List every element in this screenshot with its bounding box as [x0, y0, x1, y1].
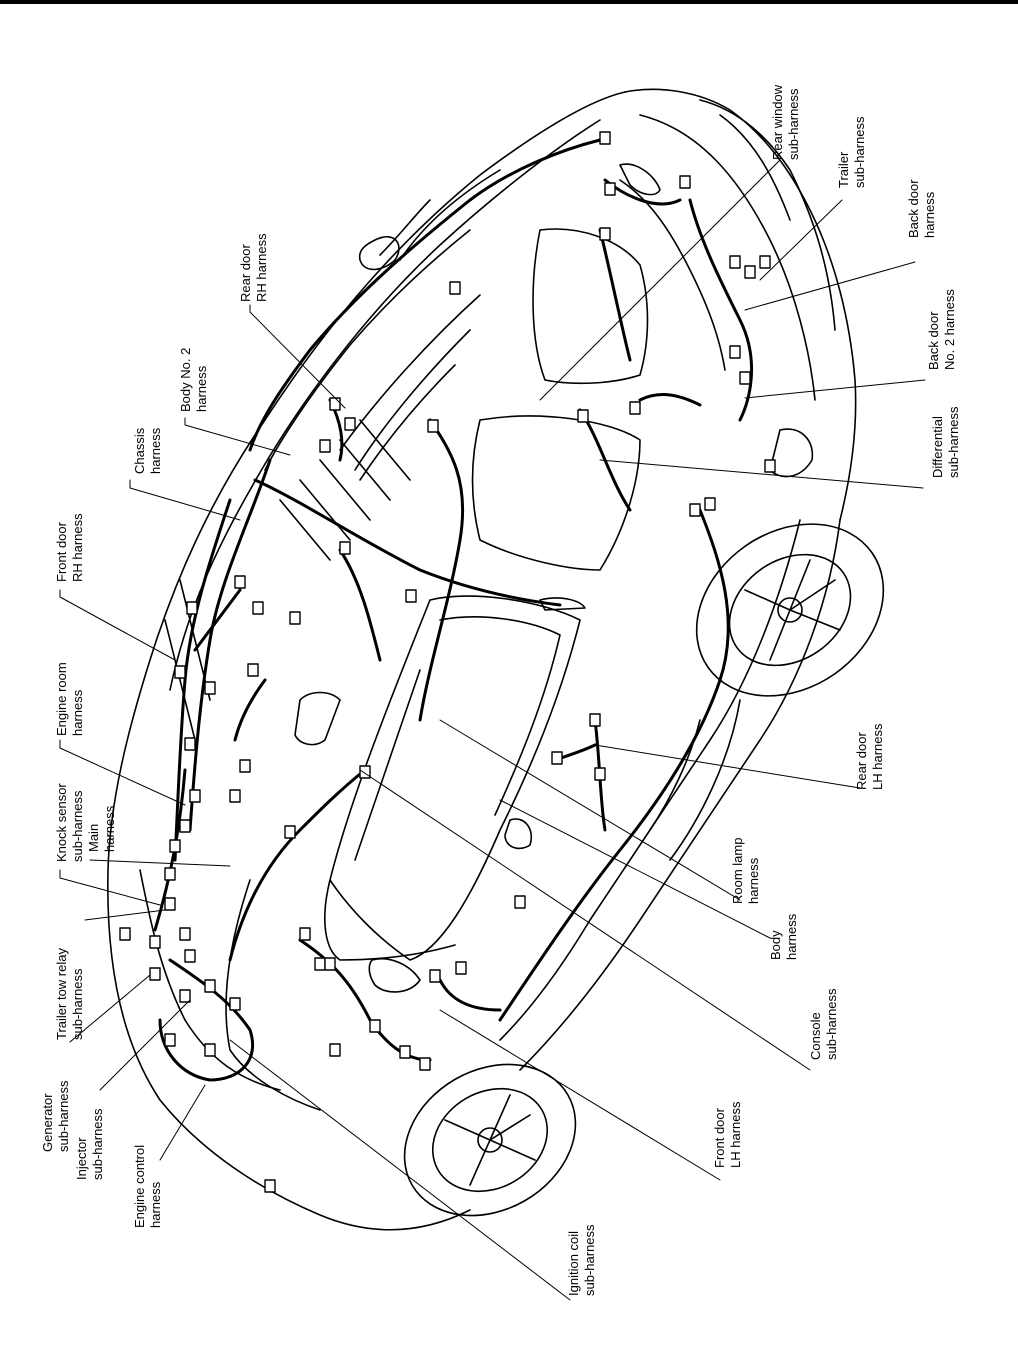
connectors [119, 131, 776, 1193]
harness-wires [153, 138, 753, 1082]
leader-lines [59, 159, 926, 1301]
rear-wheel [695, 523, 885, 697]
vehicle-body-outline [107, 88, 857, 1231]
top-border [0, 0, 1018, 4]
front-wheel [403, 1063, 577, 1217]
